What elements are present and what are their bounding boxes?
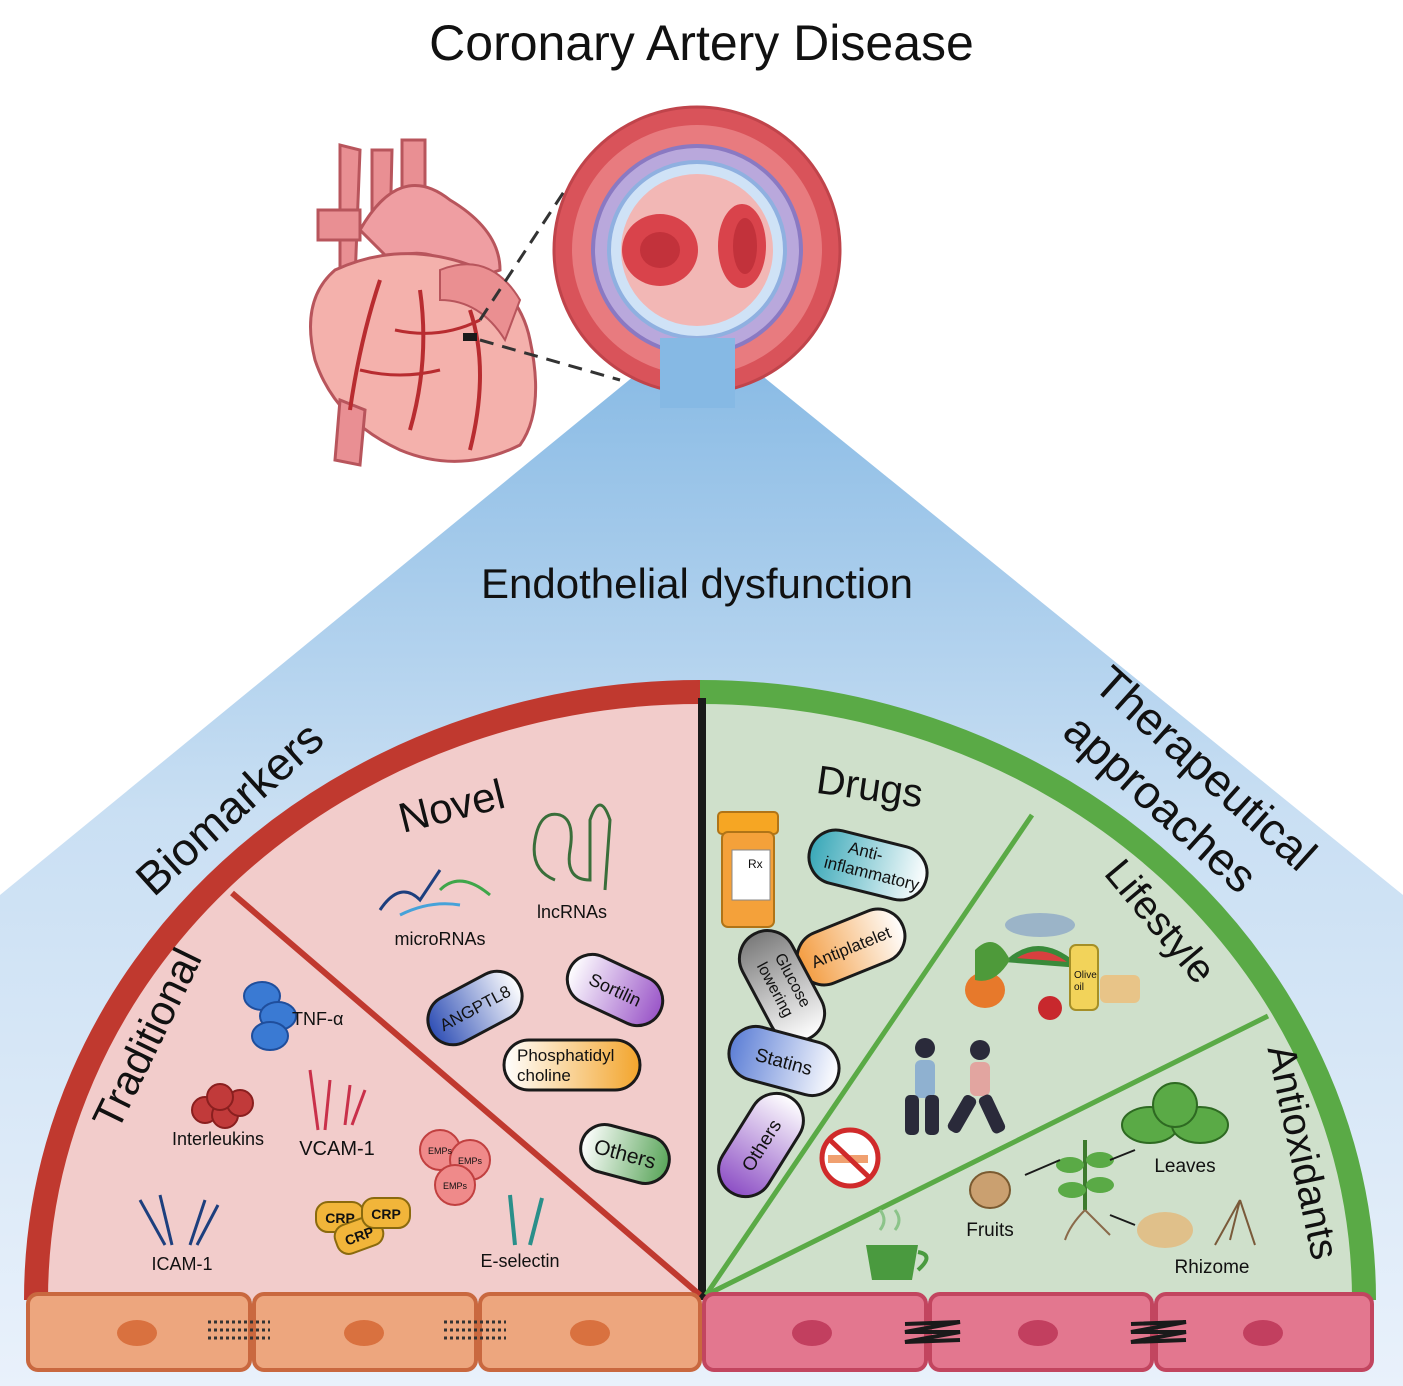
tnf-label: TNF-α (292, 1009, 343, 1029)
fruits-label: Fruits (966, 1220, 1014, 1241)
rhizome-icon (1137, 1199, 1256, 1248)
zoom-line-bottom (479, 338, 621, 382)
leaves-icon (1121, 1082, 1229, 1144)
zoom-line-top (478, 189, 567, 321)
emps-label-1: EMPs (428, 1146, 453, 1156)
tnf-icon (243, 981, 297, 1051)
emps-label-3: EMPs (443, 1181, 468, 1191)
phosphatidylcholine-pill (502, 1038, 642, 1092)
no-smoking-icon (819, 1127, 881, 1189)
icam-label: ICAM-1 (151, 1254, 212, 1274)
fruit-icon (969, 1171, 1011, 1209)
anti-inflammatory-pill (807, 828, 929, 902)
rhizome-label: Rhizome (1175, 1257, 1250, 1278)
rx-bottle-icon (717, 811, 779, 928)
endothelial-cells-left (26, 1292, 702, 1372)
interleukins-icon (191, 1083, 254, 1129)
arrows-icon (1024, 1149, 1136, 1226)
crp-icon (315, 1197, 411, 1255)
therapy-arc (699, 680, 1376, 1301)
center-label: Endothelial dysfunction (481, 560, 913, 607)
lncrna-label: lncRNAs (537, 902, 607, 922)
lncrna-icon (532, 803, 612, 891)
tea-cup-icon (866, 1209, 929, 1280)
artery-cross-section (552, 105, 842, 408)
crp-label-1: CRP (325, 1210, 355, 1226)
eselectin-label: E-selectin (480, 1251, 559, 1271)
biomarkers-half-fill (45, 700, 700, 1300)
vcam-label: VCAM-1 (299, 1138, 375, 1160)
exercise-icon (905, 1038, 1006, 1135)
olive-oil-label-line1: Olive (1074, 970, 1097, 981)
sortilin-pill (565, 952, 665, 1028)
olive-oil-label-line2: oil (1074, 982, 1084, 993)
phosphatidyl-label-line1: Phosphatidyl (517, 1046, 614, 1065)
phosphatidyl-label-line2: choline (517, 1066, 571, 1085)
glucose-lowering-pill (737, 929, 827, 1043)
page-title: Coronary Artery Disease (429, 15, 974, 71)
interleukins-label: Interleukins (172, 1129, 264, 1149)
leaves-label: Leaves (1154, 1156, 1215, 1177)
healthy-food-icon (965, 913, 1140, 1020)
microrna-icon (378, 869, 491, 917)
novel-traditional-divider (230, 890, 702, 1298)
endothelial-cells-right (702, 1292, 1374, 1372)
plant-icon (1056, 1140, 1114, 1241)
biomarkers-arc (24, 680, 701, 1301)
others-drug-pill (717, 1091, 805, 1199)
emps-label-2: EMPs (458, 1156, 483, 1166)
angptl8-pill (426, 969, 524, 1047)
others-biomarker-pill (579, 1123, 671, 1185)
emps-icon (419, 1129, 491, 1206)
microrna-label: microRNAs (394, 929, 485, 949)
heart-illustration (309, 138, 538, 467)
rx-label: Rx (748, 857, 763, 871)
vcam-icon (308, 1069, 367, 1131)
lifestyle-antioxidants-divider (704, 1013, 1270, 1298)
eselectin-icon (508, 1194, 544, 1246)
crp-label-2: CRP (371, 1206, 401, 1222)
drugs-lifestyle-divider (703, 813, 1035, 1297)
icam-icon (138, 1194, 220, 1246)
statins-pill (727, 1024, 841, 1098)
